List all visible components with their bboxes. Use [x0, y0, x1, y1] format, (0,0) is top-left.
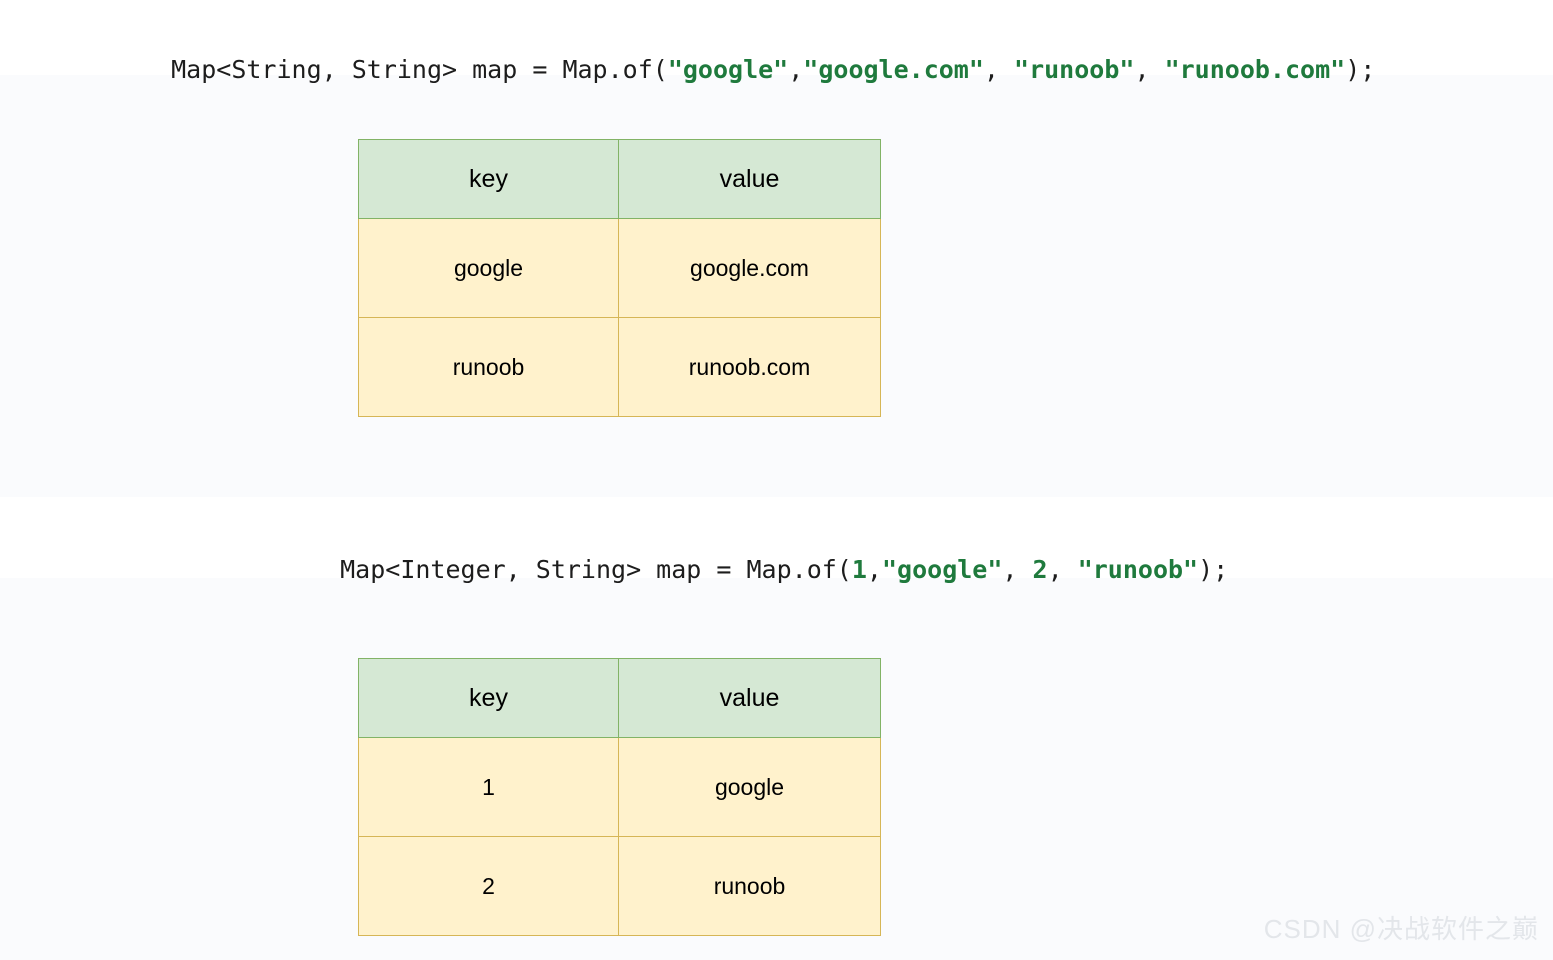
background-band-code-two — [0, 497, 1553, 578]
cell-value: runoob.com — [618, 317, 881, 417]
code-token-string-literal: "runoob" — [1014, 55, 1135, 84]
table-row: google google.com — [358, 218, 881, 318]
background-band-top — [0, 0, 1553, 75]
code-token-plain: , — [866, 555, 882, 584]
cell-value: google — [618, 737, 881, 837]
table-row: 1 google — [358, 737, 881, 837]
code-token-number-literal: 2 — [1032, 555, 1048, 584]
table-header-row: key value — [358, 658, 881, 738]
table-row: runoob runoob.com — [358, 317, 881, 417]
column-header-value: value — [618, 658, 881, 738]
code-token-plain: ); — [1345, 55, 1376, 84]
column-header-key: key — [358, 139, 619, 219]
code-token-string-literal: "runoob" — [1077, 555, 1199, 584]
cell-key: runoob — [358, 317, 619, 417]
cell-key: 1 — [358, 737, 619, 837]
cell-value: google.com — [618, 218, 881, 318]
code-token-plain: , — [1047, 555, 1078, 584]
table-row: 2 runoob — [358, 836, 881, 936]
code-token-string-literal: "google" — [881, 555, 1003, 584]
code-token-plain: ); — [1198, 555, 1229, 584]
code-token-plain: , — [983, 55, 1015, 84]
column-header-key: key — [358, 658, 619, 738]
code-token-string-literal: "runoob.com" — [1164, 55, 1346, 84]
cell-key: google — [358, 218, 619, 318]
cell-key: 2 — [358, 836, 619, 936]
code-snippet-map-integer-string: Map<Integer, String> map = Map.of(1,"goo… — [310, 522, 1228, 586]
code-token-plain: Map<String, String> map = Map.of( — [171, 55, 668, 84]
code-token-string-literal: "google" — [667, 55, 789, 84]
table-header-row: key value — [358, 139, 881, 219]
map-table-string-string: key value google google.com runoob runoo… — [358, 139, 881, 417]
code-token-plain: Map<Integer, String> map = Map.of( — [340, 555, 852, 584]
code-snippet-map-string-string: Map<String, String> map = Map.of("google… — [141, 22, 1375, 86]
code-token-plain: , — [1002, 555, 1033, 584]
code-token-plain: , — [1134, 55, 1165, 84]
map-table-integer-string: key value 1 google 2 runoob — [358, 658, 881, 936]
column-header-value: value — [618, 139, 881, 219]
code-token-number-literal: 1 — [851, 555, 867, 584]
code-token-plain: , — [788, 55, 804, 84]
csdn-watermark: CSDN @决战软件之巅 — [1263, 914, 1539, 944]
cell-value: runoob — [618, 836, 881, 936]
code-token-string-literal: "google.com" — [803, 55, 984, 84]
